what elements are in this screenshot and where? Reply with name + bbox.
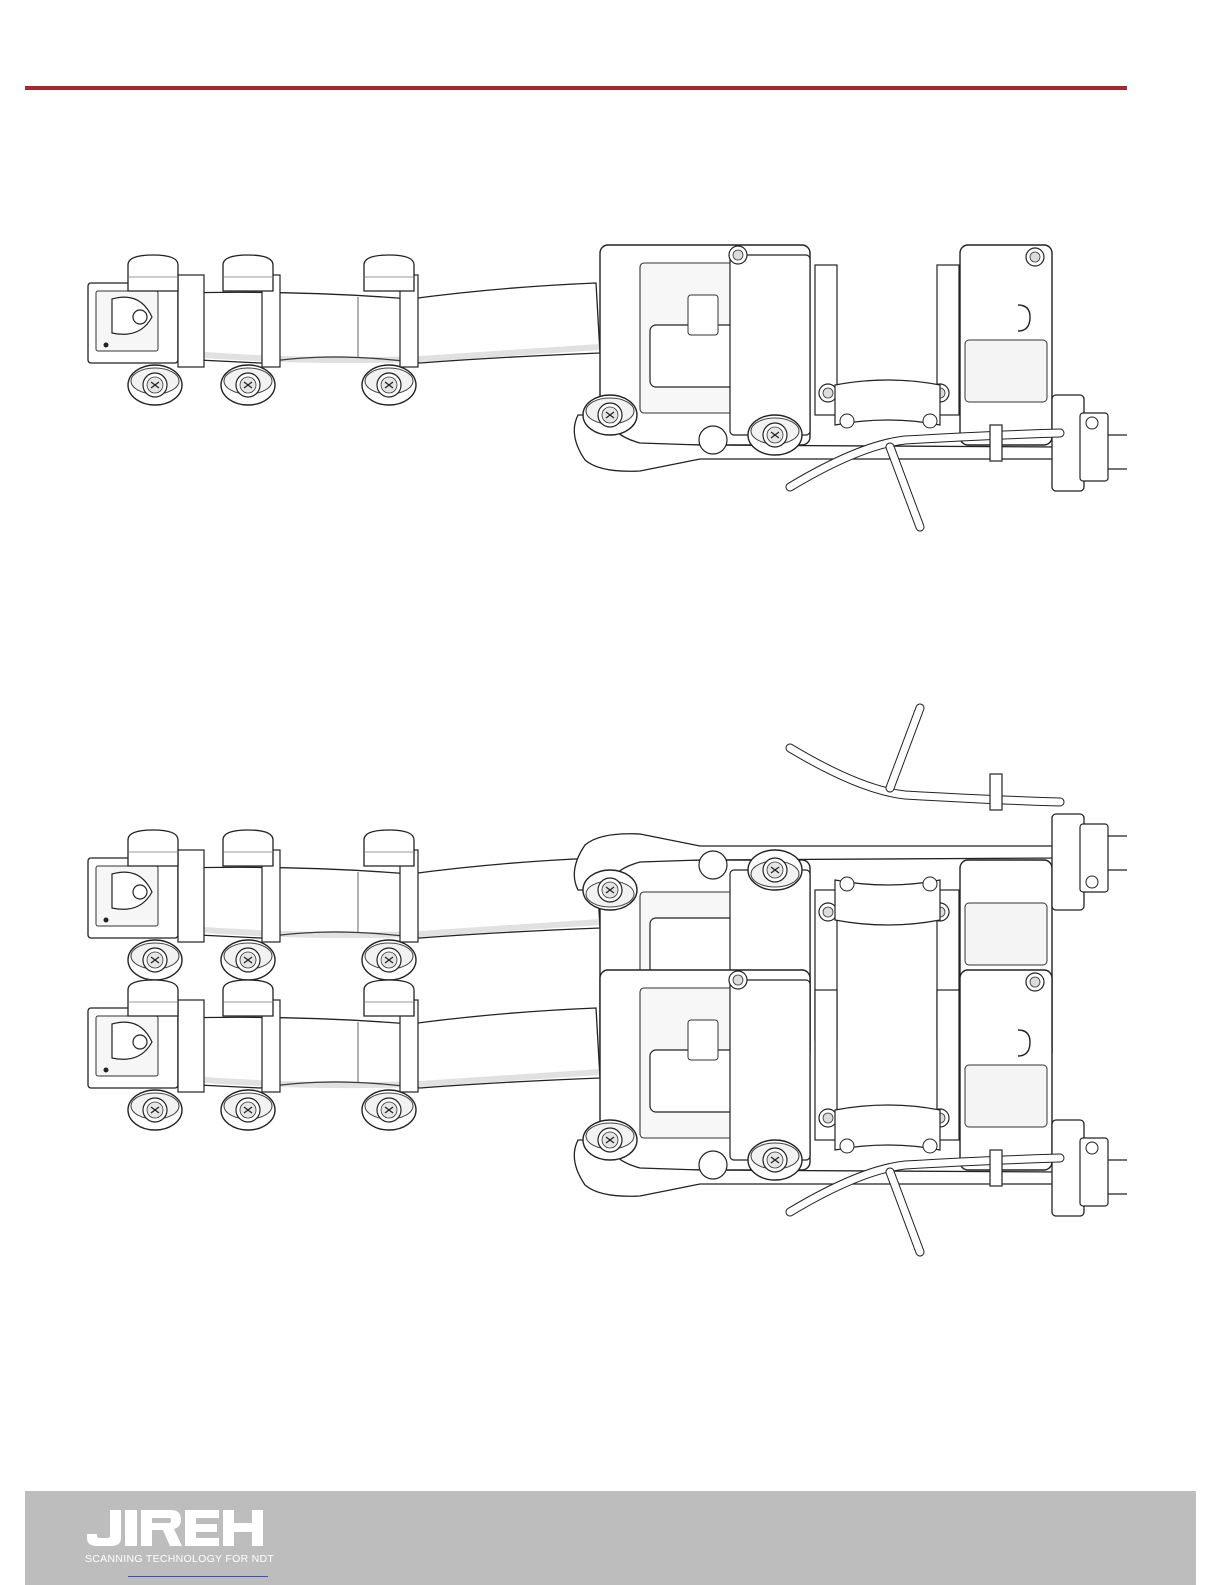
footer-band: SCANNING TECHNOLOGY FOR NDT <box>25 1491 1196 1585</box>
jireh-logo: SCANNING TECHNOLOGY FOR NDT <box>85 1508 285 1548</box>
scanner-single-row-figure <box>0 235 1225 555</box>
jireh-logo-icon <box>85 1508 275 1548</box>
header-rule <box>25 86 1127 90</box>
probe-holder-frame-icon <box>0 235 1225 555</box>
logo-tagline: SCANNING TECHNOLOGY FOR NDT <box>85 1553 274 1565</box>
probe-holder-frame-icon <box>0 640 1225 1280</box>
footer-link-underline <box>128 1576 268 1577</box>
scanner-double-row-figure <box>0 640 1225 1280</box>
